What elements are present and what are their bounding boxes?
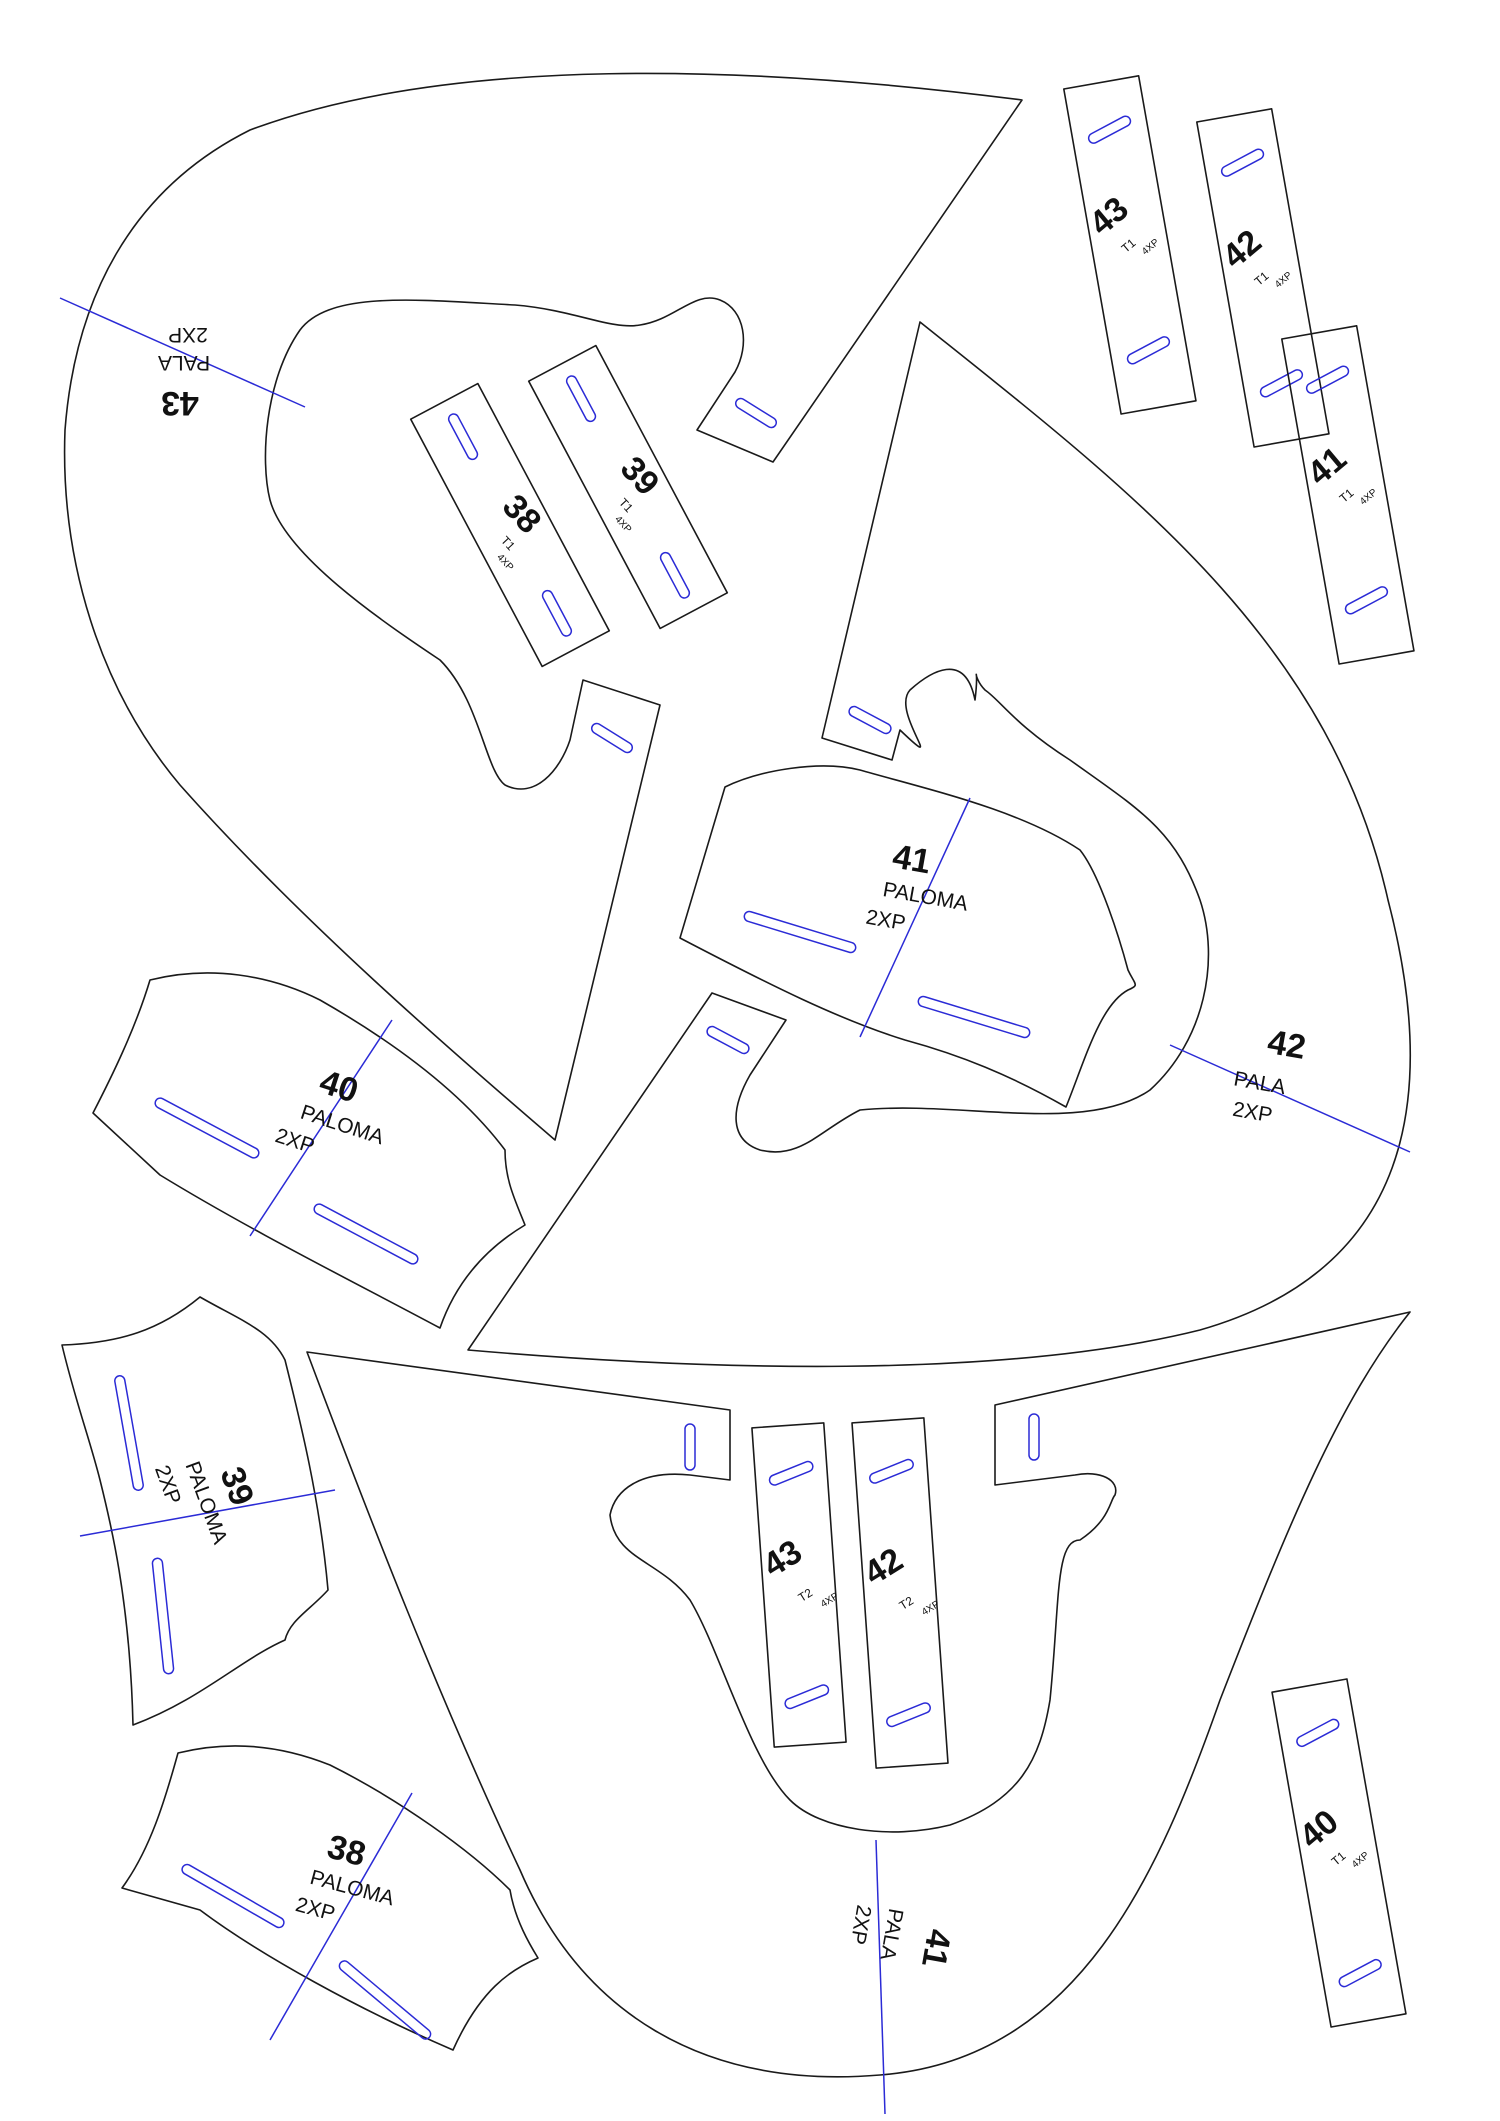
paloma-38-label: 38 PALOMA 2XP (293, 1828, 396, 1926)
strap-40-t1: 40 T1 4XP (1271, 1678, 1407, 2028)
pala-42-size: 42 (1265, 1023, 1309, 1067)
pala-43-slot-b (590, 722, 634, 754)
paloma-38-slot-a (181, 1863, 285, 1929)
pala-42-label: 42 PALA 2XP (1231, 1023, 1309, 1128)
pala-42-slot-b (706, 1025, 750, 1055)
strap-39-t1: 39 T1 4XP (527, 344, 729, 630)
paloma-41-piece: 41 PALOMA 2XP (679, 765, 1136, 1108)
paloma-41-slot-b (917, 995, 1031, 1039)
strap-42-t1-size: 42 (1215, 223, 1268, 276)
strap-43-t1-size: 43 (1082, 190, 1135, 243)
strap-43-t2-qty: 4XP (819, 1591, 841, 1611)
pala-43-size: 43 (161, 384, 199, 422)
pala-41-slot-b (1028, 1413, 1040, 1461)
strap-39-t1-size: 39 (613, 449, 667, 503)
pala-41-slot-a (684, 1423, 696, 1471)
strap-43-t1-qty: 4XP (1140, 237, 1162, 258)
pala-43-label: 43 PALA 2XP (158, 323, 210, 422)
paloma-38-qty: 2XP (293, 1893, 337, 1925)
paloma-40-slot-a (154, 1097, 260, 1159)
strap-38-t1-type: T1 (498, 533, 518, 553)
paloma-40-size: 40 (315, 1063, 363, 1111)
strap-39-t1-qty: 4XP (612, 514, 633, 536)
strap-38-t1-size: 38 (495, 487, 549, 541)
paloma-40-label: 40 PALOMA 2XP (272, 1063, 386, 1159)
strap-43-t1-type: T1 (1119, 236, 1139, 256)
strap-43-t1: 43 T1 4XP (1062, 75, 1197, 415)
pala-41-label: 41 PALA 2XP (846, 1903, 958, 1970)
paloma-39-label: 39 PALOMA 2XP (150, 1458, 261, 1547)
paloma-41-qty: 2XP (864, 906, 907, 936)
strap-42-t1: 42 T1 4XP (1195, 108, 1330, 448)
paloma-39-qty: 2XP (150, 1462, 185, 1507)
pala-43-name: PALA (158, 351, 210, 374)
paloma-40-qty: 2XP (272, 1124, 317, 1158)
paloma-41-label: 41 PALOMA 2XP (864, 837, 970, 936)
strap-41-t1-qty: 4XP (1358, 487, 1380, 508)
strap-43-t2-size: 43 (756, 1533, 808, 1585)
strap-43-t2: 43 T2 4XP (751, 1422, 847, 1748)
strap-38-t1-qty: 4XP (494, 552, 515, 574)
strap-42-t2-qty: 4XP (920, 1599, 942, 1619)
pala-43-piece: 43 PALA 2XP (59, 72, 1023, 1141)
strap-39-t1-type: T1 (616, 495, 636, 515)
pala-43-qty: 2XP (168, 323, 208, 346)
strap-42-t1-type: T1 (1252, 269, 1272, 289)
pala-42-piece: 42 PALA 2XP (467, 321, 1412, 1368)
strap-40-t1-type: T1 (1329, 1849, 1349, 1869)
paloma-39-piece: 39 PALOMA 2XP (61, 1296, 336, 1726)
paloma-41-size: 41 (890, 837, 934, 881)
strap-41-t1-type: T1 (1337, 486, 1357, 506)
paloma-40-piece: 40 PALOMA 2XP (92, 972, 526, 1329)
paloma-38-piece: 38 PALOMA 2XP (121, 1745, 539, 2051)
strap-41-t1: 41 T1 4XP (1280, 325, 1415, 665)
paloma-41-slot-a (743, 910, 857, 954)
pala-41-qty: 2XP (846, 1903, 876, 1946)
strap-42-t2-type: T2 (897, 1593, 917, 1612)
strap-42-t2-size: 42 (857, 1541, 909, 1593)
strap-41-t1-size: 41 (1300, 440, 1353, 493)
pala-42-slot-a (848, 705, 892, 735)
pala-42-qty: 2XP (1231, 1098, 1274, 1128)
pala-42-name: PALA (1232, 1067, 1287, 1099)
pala-41-name: PALA (875, 1907, 907, 1962)
paloma-38-slot-b (338, 1960, 432, 2040)
strap-40-t1-qty: 4XP (1350, 1850, 1372, 1871)
paloma-38-size: 38 (323, 1828, 369, 1874)
paloma-39-slot-a (114, 1375, 144, 1491)
pala-41-piece: 41 PALA 2XP (306, 1311, 1411, 2115)
strap-42-t2: 42 T2 4XP (851, 1417, 949, 1769)
pala-43-slot-a (734, 397, 778, 429)
strap-38-t1: 38 T1 4XP (409, 382, 611, 668)
strap-42-t1-qty: 4XP (1273, 270, 1295, 291)
paloma-40-slot-b (313, 1203, 419, 1265)
pala-41-size: 41 (914, 1926, 958, 1970)
paloma-39-size: 39 (212, 1462, 261, 1511)
strap-43-t2-type: T2 (796, 1585, 816, 1604)
paloma-39-slot-b (151, 1557, 175, 1675)
strap-40-t1-size: 40 (1292, 1803, 1345, 1856)
